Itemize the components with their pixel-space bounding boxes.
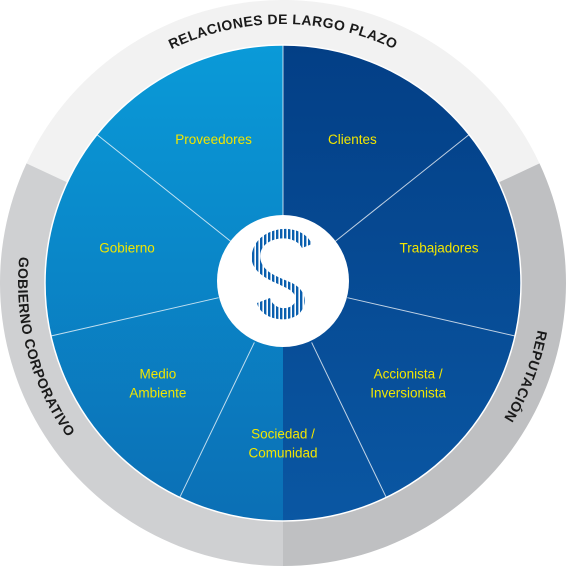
segment-label-line: Inversionista xyxy=(370,385,446,400)
segment-label: Accionista / Inversionista xyxy=(370,366,446,400)
segment-label: Proveedores xyxy=(175,132,252,147)
wheel-right-half xyxy=(283,45,521,521)
segment-divider xyxy=(311,342,387,498)
segment-label-line: Gobierno xyxy=(99,240,155,255)
segment-divider xyxy=(179,342,255,498)
segment-label-line: Medio xyxy=(140,366,177,381)
segment-label-line: Comunidad xyxy=(248,446,317,461)
segment-label: Gobierno xyxy=(99,240,155,255)
inner-wheel xyxy=(44,44,522,522)
segment-label-line: Ambiente xyxy=(129,385,186,400)
center-logo xyxy=(217,215,349,347)
wheel-edge xyxy=(44,44,522,522)
segment-label: Clientes xyxy=(328,132,377,147)
segment-label-line: Trabajadores xyxy=(399,240,478,255)
segment-label-line: Clientes xyxy=(328,132,377,147)
ring-top-band xyxy=(26,0,540,183)
segment-divider xyxy=(334,134,470,243)
ring-left-band xyxy=(0,163,283,566)
wheel-left-half xyxy=(45,45,283,521)
center-circle xyxy=(217,215,349,347)
segment-label-line: Sociedad / xyxy=(251,427,315,442)
segment-label-line: Accionista / xyxy=(374,366,443,381)
segment-divider xyxy=(96,134,232,243)
segment-label-line: Proveedores xyxy=(175,132,252,147)
segment-dividers xyxy=(50,45,516,498)
ring-right-band xyxy=(283,163,566,566)
segment-label: Trabajadores xyxy=(399,240,478,255)
segment-divider xyxy=(347,297,516,337)
segment-divider xyxy=(50,297,219,337)
segment-label: Sociedad / Comunidad xyxy=(248,427,317,461)
